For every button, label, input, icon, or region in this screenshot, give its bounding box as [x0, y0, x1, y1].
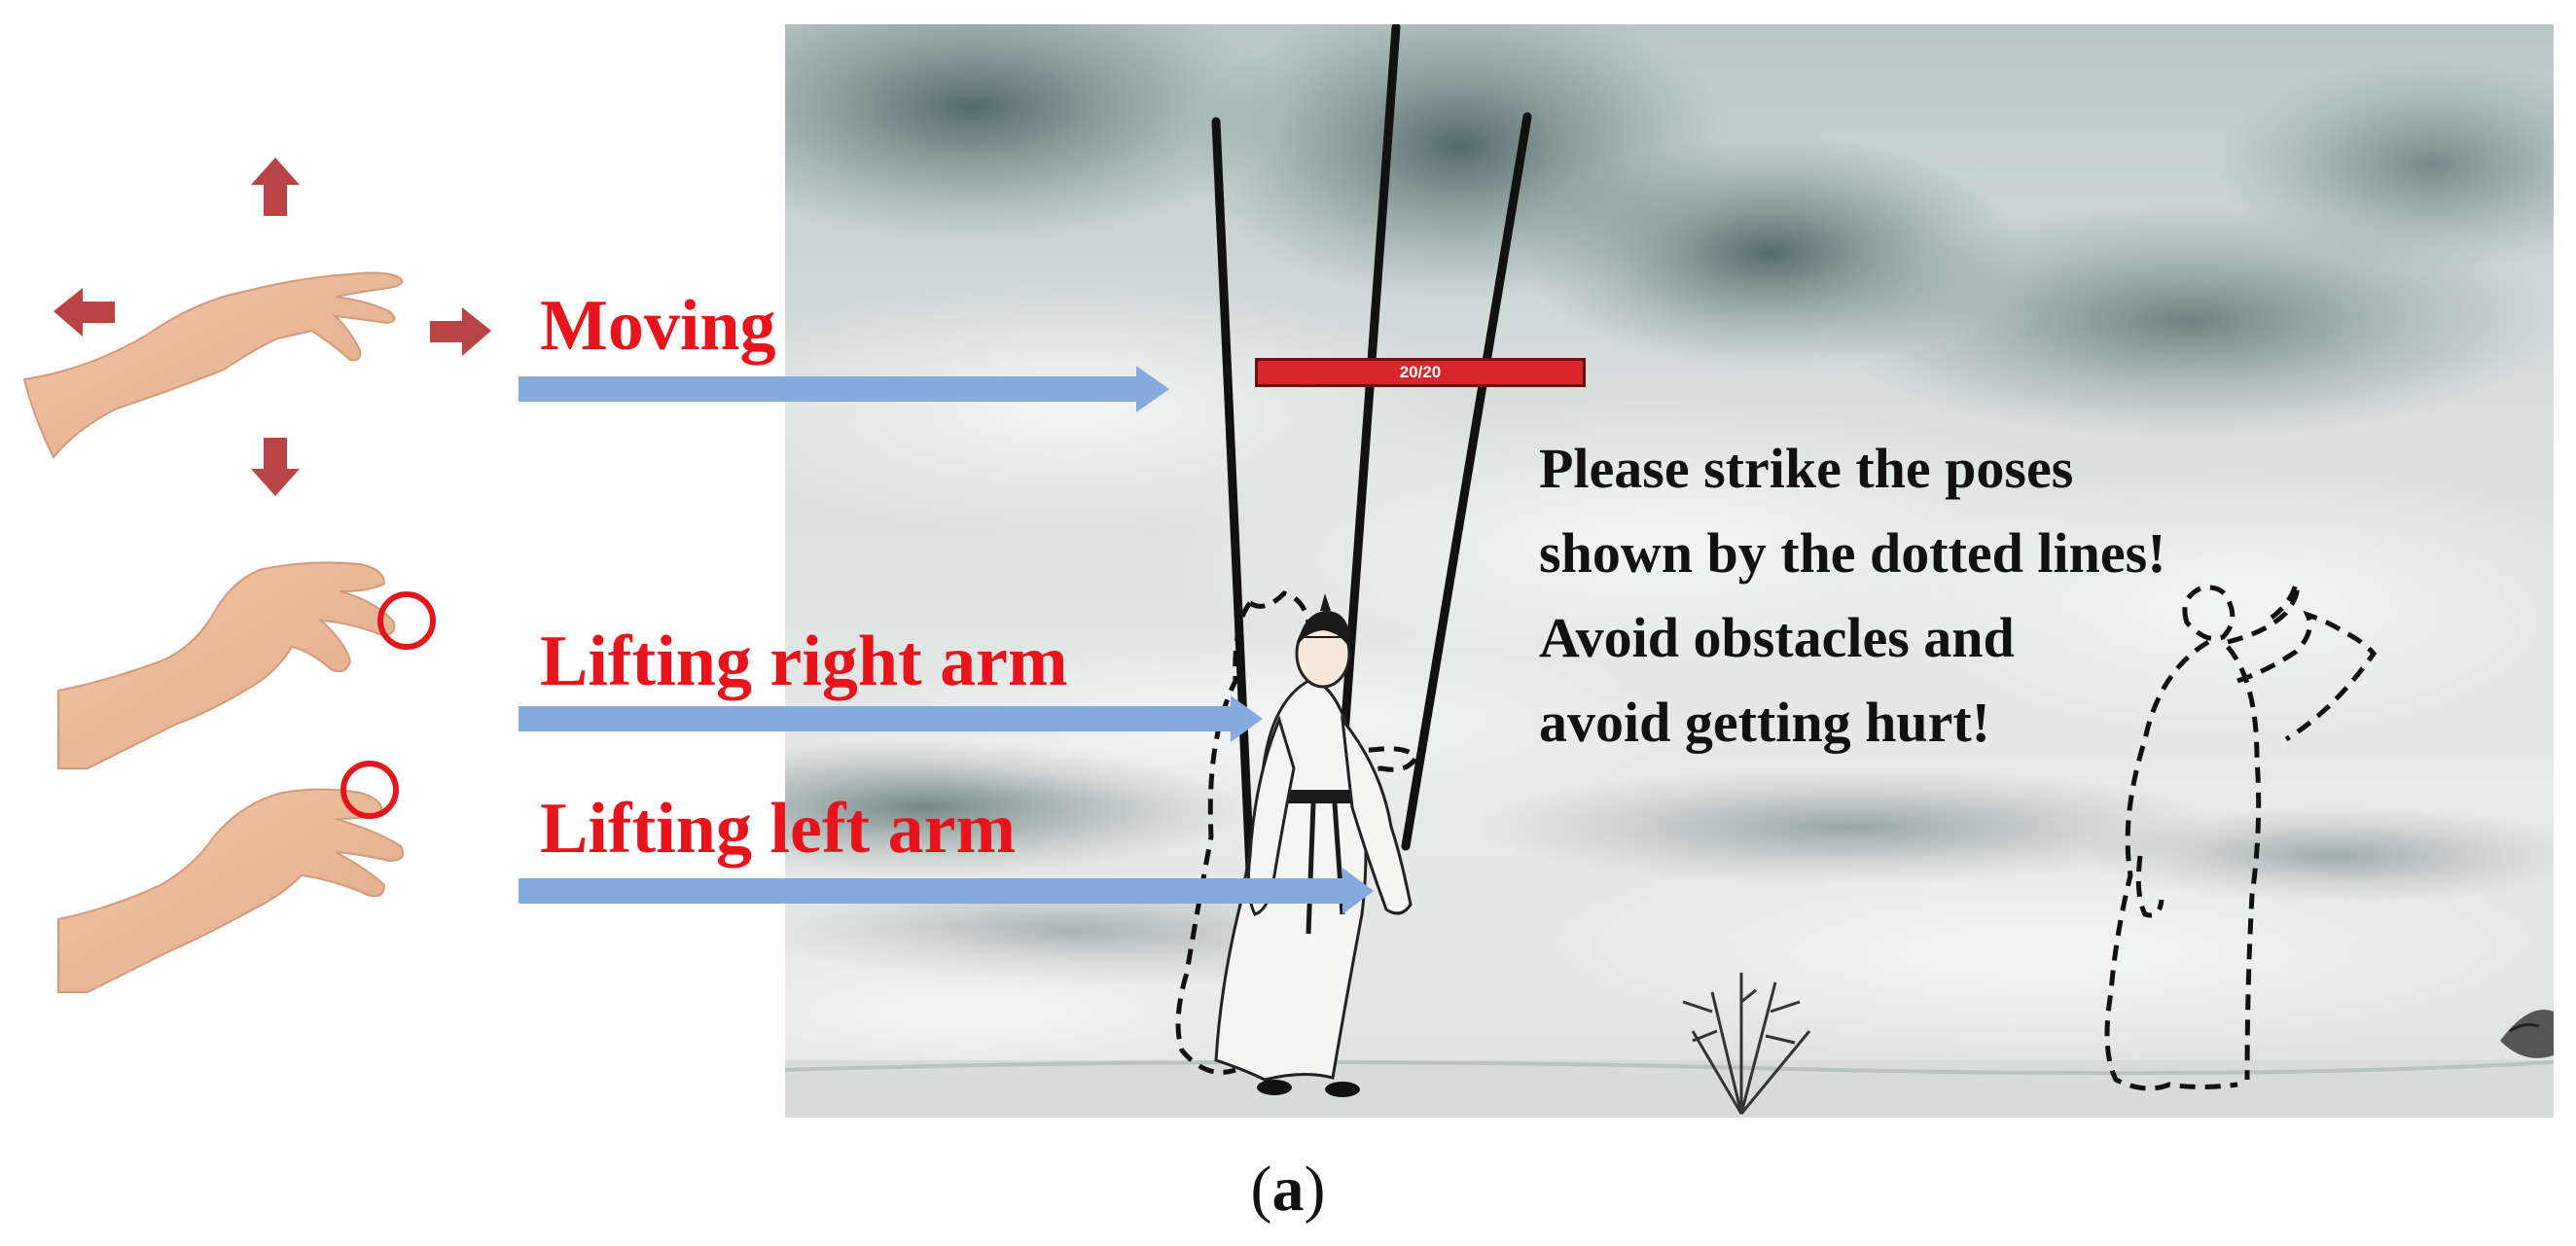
hand-pinch-index-icon — [57, 561, 436, 769]
gesture-label-lifting-right-arm: Lifting right arm — [540, 622, 1068, 701]
instruction-line: Avoid obstacles and — [1539, 606, 2015, 669]
ground — [785, 1060, 2554, 1118]
arrow-down-icon — [251, 438, 300, 496]
arrow-left-icon — [54, 288, 115, 337]
caption-open: ( — [1250, 1154, 1272, 1225]
pointer-arrow-left — [519, 868, 1374, 914]
instruction-line: avoid getting hurt! — [1539, 691, 1990, 754]
health-value: 20/20 — [1399, 363, 1442, 381]
figure-caption: (a) — [1230, 1153, 1346, 1227]
mist-clouds — [785, 282, 2554, 1099]
instruction-line: shown by the dotted lines! — [1539, 521, 2166, 585]
arrow-up-icon — [251, 158, 300, 216]
hand-pinch-middle-icon — [57, 761, 405, 993]
pinch-circle-icon — [377, 591, 436, 650]
health-bar: 20/20 — [1255, 358, 1586, 387]
target-pose-outline — [2104, 576, 2378, 1091]
caption-letter: a — [1271, 1154, 1305, 1225]
instruction-text: Please strike the poses shown by the dot… — [1539, 426, 2415, 765]
game-scene — [785, 24, 2554, 1118]
pointer-arrow-right — [519, 695, 1263, 742]
instruction-line: Please strike the poses — [1539, 437, 2074, 500]
gesture-panel — [22, 158, 491, 993]
arrow-right-icon — [430, 307, 491, 356]
pointer-arrows — [519, 366, 1374, 914]
gesture-label-moving: Moving — [540, 286, 776, 366]
caption-close: ) — [1304, 1154, 1326, 1225]
pointer-arrow-moving — [519, 366, 1169, 412]
pinch-circle-icon — [340, 761, 399, 819]
reed-plant-obstacle — [1682, 973, 1811, 1115]
hand-open-arrows-icon — [22, 158, 491, 496]
bird-decoration — [2500, 1010, 2554, 1058]
gesture-label-lifting-left-arm: Lifting left arm — [540, 789, 1017, 869]
direction-arrows — [54, 158, 491, 496]
